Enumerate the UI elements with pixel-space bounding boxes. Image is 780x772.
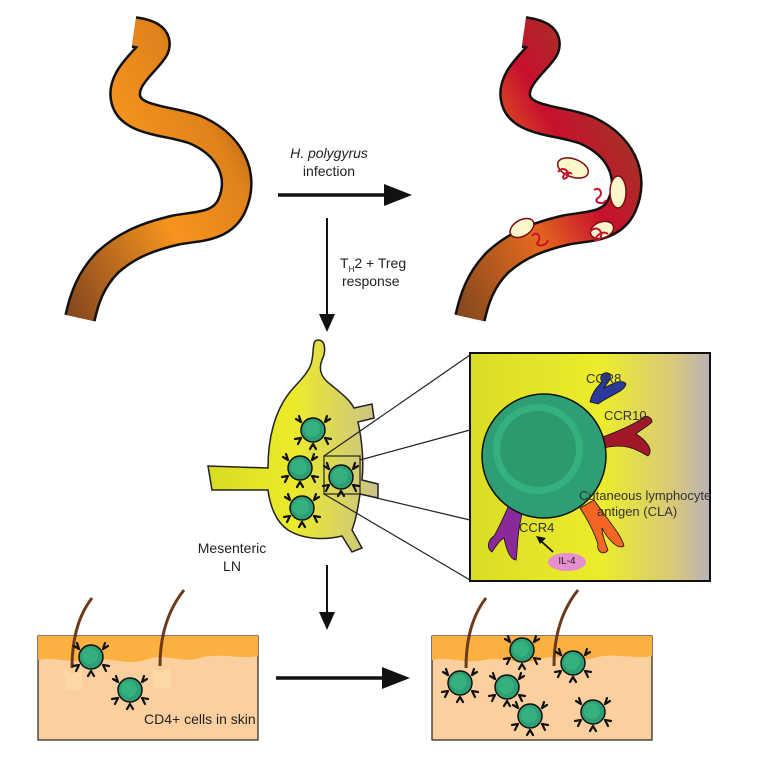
infection-label: infection — [302, 163, 356, 179]
cla-label-line1: Cutaneous lymphocyte — [579, 488, 712, 503]
skin-before — [37, 589, 259, 741]
cla-receptor — [579, 499, 625, 554]
il4-label: IL-4 — [548, 553, 586, 571]
ccr4-receptor — [488, 497, 525, 561]
arrow-migration — [319, 565, 335, 630]
skin-label: CD4+ cells in skin — [144, 711, 256, 727]
th2-treg-label: TH2 + Treg — [340, 255, 407, 274]
response-label: response — [342, 273, 400, 289]
lymph-node-label-line1: Mesenteric — [197, 540, 267, 556]
ccr10-label: CCR10 — [604, 408, 647, 423]
infection-species-label: H. polygyrus — [290, 145, 368, 161]
ccr8-label: CCR8 — [586, 371, 622, 386]
ccr10-receptor — [599, 416, 653, 457]
arrow-skin — [276, 667, 410, 689]
arrow-response — [319, 218, 335, 332]
arrow-infection — [278, 184, 412, 206]
zoom-box — [469, 352, 711, 582]
skin-after — [431, 589, 653, 741]
ccr8-receptor — [589, 372, 627, 405]
cla-label-line2: antigen (CLA) — [597, 504, 678, 519]
intestine-infected — [454, 16, 643, 322]
zoom-lines — [323, 354, 471, 581]
lymph-node — [207, 339, 379, 553]
intestine-healthy — [64, 16, 253, 322]
ccr4-label: CCR4 — [519, 520, 555, 535]
lymph-node-label-line2: LN — [223, 558, 241, 574]
